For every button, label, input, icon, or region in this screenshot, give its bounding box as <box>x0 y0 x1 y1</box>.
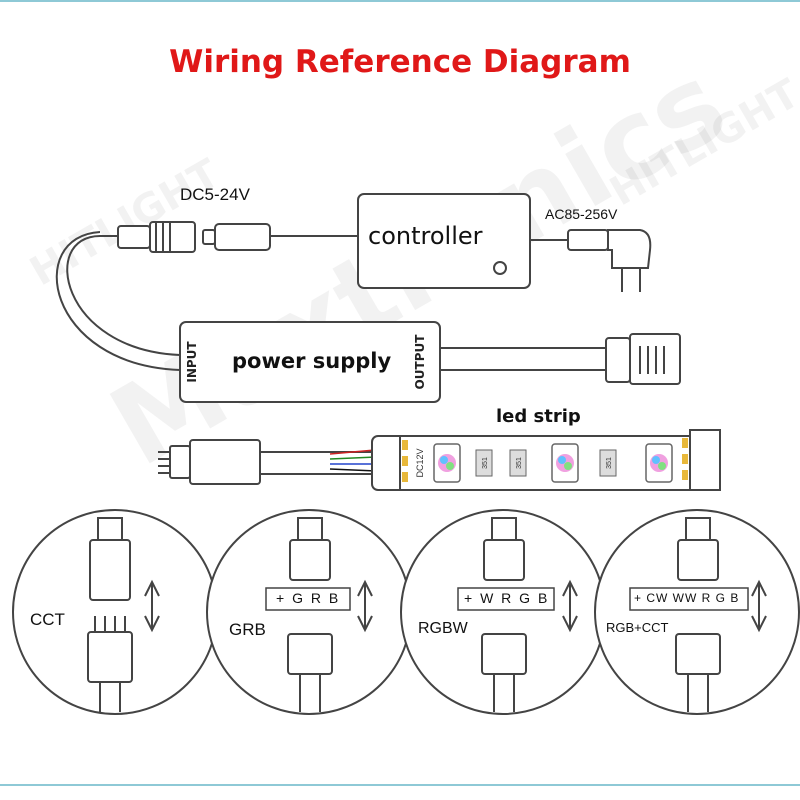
connection-name-rgbcct: RGB+CCT <box>606 620 669 635</box>
connection-circle-rgbcct <box>594 509 800 715</box>
output-label: OUTPUT <box>413 334 427 390</box>
power-supply-input-cable-2 <box>55 231 181 371</box>
top-border <box>0 0 800 2</box>
dc-female-plug <box>117 221 196 253</box>
rgb-led <box>433 443 461 483</box>
rgb-led <box>551 443 579 483</box>
connection-name-rgbw: RGBW <box>418 620 468 637</box>
connection-circle-rgbw <box>400 509 606 715</box>
output-connector <box>605 333 681 385</box>
power-supply-box <box>179 321 441 403</box>
controller-box <box>357 193 531 289</box>
resistor <box>475 449 617 477</box>
strip-connector <box>158 439 261 485</box>
power-supply-label: power supply <box>232 349 392 373</box>
strip-voltage-label: DC12V <box>415 448 425 477</box>
led-code-label: 351 <box>482 457 489 469</box>
led-strip <box>371 429 721 491</box>
led-strip-label: led strip <box>496 406 581 427</box>
connection-name-grb: GRB <box>229 620 266 639</box>
ac-plug <box>567 229 652 292</box>
connection-circle-grb <box>206 509 412 715</box>
connection-pins-grb: + G R B <box>276 590 341 606</box>
connection-name-cct: CCT <box>30 610 65 629</box>
ac-voltage-label: AC85-256V <box>545 206 618 222</box>
dc-male-plug <box>202 223 271 251</box>
controller-label: controller <box>368 222 483 250</box>
input-label: INPUT <box>185 341 199 383</box>
connection-pins-rgbcct: + CW WW R G B <box>634 591 740 605</box>
bottom-border <box>0 784 800 786</box>
power-supply-input-cable <box>66 235 181 356</box>
dc-voltage-label: DC5-24V <box>180 185 250 204</box>
connection-circle-cct <box>12 509 218 715</box>
page-title: Wiring Reference Diagram <box>169 44 631 80</box>
rgb-led <box>645 443 673 483</box>
connection-pins-rgbw: + W R G B <box>464 590 550 606</box>
controller-led <box>493 261 507 275</box>
led-code-label: 351 <box>516 457 523 469</box>
led-code-label: 351 <box>606 457 613 469</box>
